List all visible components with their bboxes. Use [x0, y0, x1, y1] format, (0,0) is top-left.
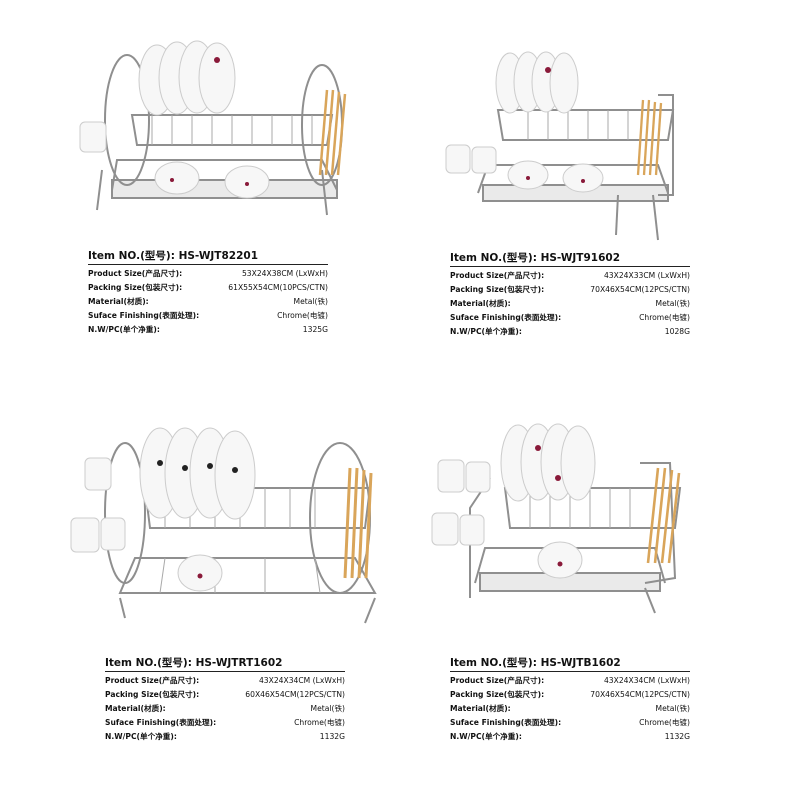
- spec-row: Packing Size(包装尺寸):70X46X54CM(12PCS/CTN): [450, 285, 690, 294]
- spec-table: Item NO.(型号): HS-WJTRT1602 Product Size(…: [105, 655, 345, 744]
- spec-row: Product Size(产品尺寸):43X24X34CM (LxWxH): [450, 676, 690, 685]
- spec-table: Item NO.(型号): HS-WJT82201 Product Size(产…: [88, 248, 328, 337]
- item-number: Item NO.(型号): HS-WJT91602: [450, 250, 690, 267]
- spec-row: Packing Size(包装尺寸):61X55X54CM(10PCS/CTN): [88, 283, 328, 292]
- spec-row: Product Size(产品尺寸):53X24X38CM (LxWxH): [88, 269, 328, 278]
- spec-row: Product Size(产品尺寸):43X24X34CM (LxWxH): [105, 676, 345, 685]
- item-number: Item NO.(型号): HS-WJT82201: [88, 248, 328, 265]
- spec-row: N.W/PC(单个净重):1132G: [105, 732, 345, 741]
- spec-row: Suface Finishing(表面处理):Chrome(电镀): [450, 313, 690, 322]
- spec-row: Material(材质):Metal(铁): [88, 297, 328, 306]
- item-number: Item NO.(型号): HS-WJTRT1602: [105, 655, 345, 672]
- dish-rack-photo: [70, 427, 377, 624]
- spec-row: Product Size(产品尺寸):43X24X33CM (LxWxH): [450, 271, 690, 280]
- spec-table: Item NO.(型号): HS-WJT91602 Product Size(产…: [450, 250, 690, 339]
- spec-row: Suface Finishing(表面处理):Chrome(电镀): [88, 311, 328, 320]
- dish-rack-photo: [431, 423, 682, 614]
- spec-row: Packing Size(包装尺寸):60X46X54CM(12PCS/CTN): [105, 690, 345, 699]
- spec-row: Material(材质):Metal(铁): [450, 704, 690, 713]
- spec-row: Material(材质):Metal(铁): [450, 299, 690, 308]
- spec-row: Suface Finishing(表面处理):Chrome(电镀): [450, 718, 690, 727]
- spec-row: Packing Size(包装尺寸):70X46X54CM(12PCS/CTN): [450, 690, 690, 699]
- spec-table: Item NO.(型号): HS-WJTB1602 Product Size(产…: [450, 655, 690, 744]
- spec-row: N.W/PC(单个净重):1132G: [450, 732, 690, 741]
- spec-row: Material(材质):Metal(铁): [105, 704, 345, 713]
- dish-rack-photo: [79, 40, 347, 216]
- dish-rack-photo: [445, 51, 675, 241]
- spec-row: N.W/PC(单个净重):1325G: [88, 325, 328, 334]
- item-number: Item NO.(型号): HS-WJTB1602: [450, 655, 690, 672]
- spec-row: Suface Finishing(表面处理):Chrome(电镀): [105, 718, 345, 727]
- spec-row: N.W/PC(单个净重):1028G: [450, 327, 690, 336]
